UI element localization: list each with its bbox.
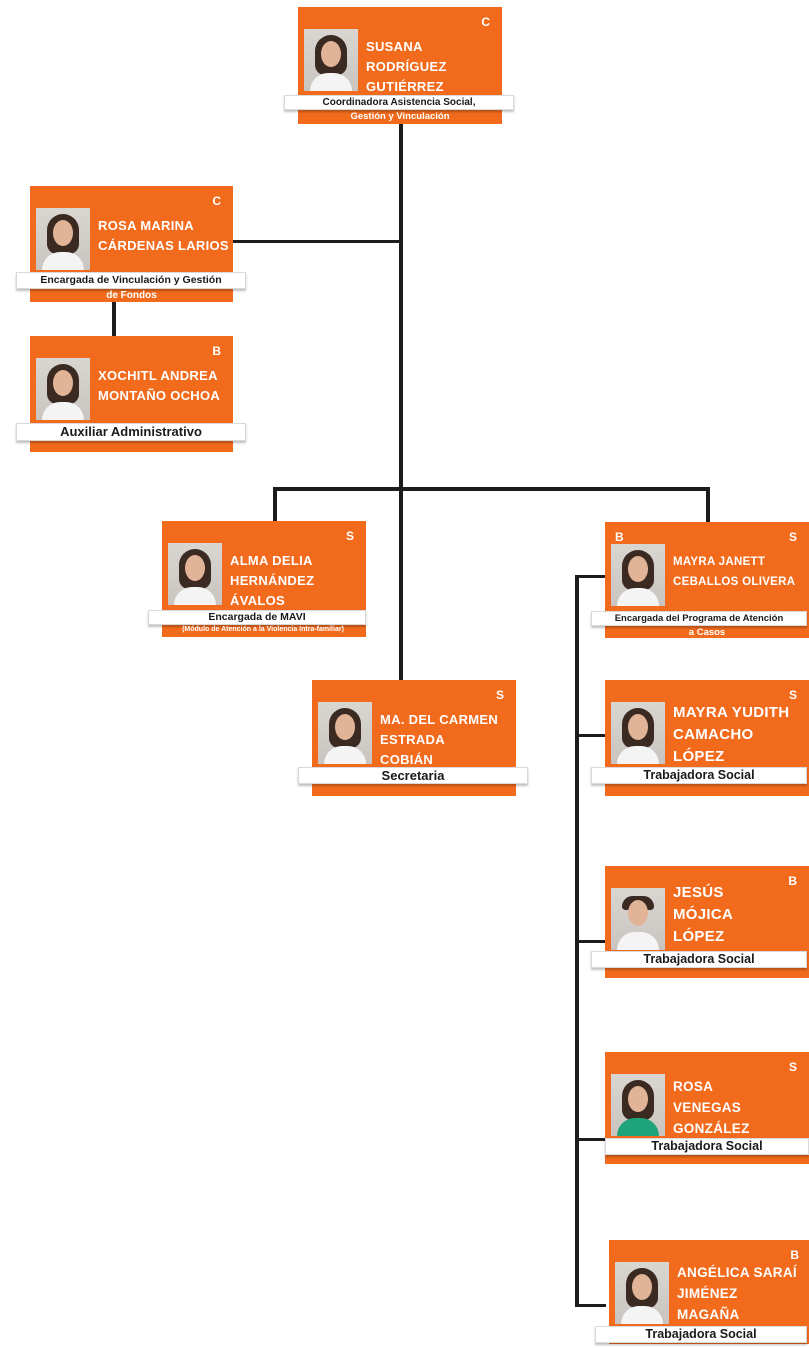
level-letter-left: B <box>615 530 624 544</box>
role-label-text: Auxiliar Administrativo <box>60 424 202 439</box>
level-letter: S <box>345 529 354 543</box>
role-label: Trabajadora Social <box>605 1138 809 1155</box>
person-name: ROSA VENEGAS GONZÁLEZ <box>673 1079 750 1136</box>
role-label: Secretaria <box>298 767 528 784</box>
role-label: Coordinadora Asistencia Social, <box>284 95 514 110</box>
person-name: JESÚS MÓJICA LÓPEZ <box>673 884 734 945</box>
person-photo <box>615 1262 669 1324</box>
role-label: Auxiliar Administrativo <box>16 423 246 441</box>
role-label-text: Trabajadora Social <box>651 1139 763 1153</box>
person-name: SUSANA RODRÍGUEZ GUTIÉRREZ <box>366 39 447 94</box>
person-photo <box>611 702 665 764</box>
connector-rosa-venegas <box>575 1138 606 1141</box>
connector-mayra-janett <box>706 487 710 523</box>
role-label: Trabajadora Social <box>595 1326 807 1343</box>
person-photo <box>168 543 222 605</box>
level-letter: C <box>481 15 490 29</box>
person-name: MAYRA JANETT CEBALLOS OLIVERA <box>673 556 796 588</box>
role-label: Encargada de Vinculación y Gestión <box>16 272 246 289</box>
role-label-text: Encargada de MAVI <box>208 611 306 623</box>
role-label: Trabajadora Social <box>591 951 807 968</box>
connector-alma-delia <box>273 487 277 523</box>
level-letter: S <box>495 688 504 702</box>
role-label: Trabajadora Social <box>591 767 807 784</box>
role-label-continued: Gestión y Vinculación <box>350 111 450 122</box>
role-label-text: Encargada del Programa de Atención <box>614 613 784 624</box>
person-photo <box>611 888 665 950</box>
person-photo <box>611 1074 665 1136</box>
role-label-continued: (Módulo de Atención a la Violencia Intra… <box>182 626 344 633</box>
role-label-text: Trabajadora Social <box>643 768 755 782</box>
connector-xochitl <box>112 300 116 337</box>
connector-jesus <box>575 940 606 943</box>
role-label-continued: de Fondos <box>106 290 157 301</box>
person-photo <box>36 358 90 420</box>
person-photo <box>304 29 358 91</box>
level-letter: B <box>790 1248 799 1262</box>
connector-trunk <box>399 124 403 682</box>
level-letter: S <box>788 530 797 544</box>
connector-rosa-marina <box>233 240 401 243</box>
level-letter: S <box>788 1060 797 1074</box>
role-label: Encargada de MAVI <box>148 610 366 625</box>
role-label-continued: a Casos <box>688 627 726 638</box>
level-letter: B <box>212 344 221 358</box>
connector-branch-horizontal <box>273 487 710 491</box>
person-name: MA. DEL CARMEN ESTRADA COBIÁN <box>380 712 499 767</box>
role-label: Encargada del Programa de Atención <box>591 611 807 626</box>
person-photo <box>611 544 665 606</box>
person-name: MAYRA YUDITH CAMACHO LÓPEZ <box>673 704 790 765</box>
person-photo <box>318 702 372 764</box>
role-label-text: Trabajadora Social <box>643 952 755 966</box>
connector-mayra-yudith <box>575 734 606 737</box>
level-letter: C <box>212 194 221 208</box>
person-name: ANGÉLICA SARAÍ JIMÉNEZ MAGAÑA <box>677 1265 797 1322</box>
role-label-text: Coordinadora Asistencia Social, <box>322 97 476 108</box>
person-name: XOCHITL ANDREA MONTAÑO OCHOA <box>98 368 221 403</box>
role-label-text: Trabajadora Social <box>645 1327 757 1341</box>
level-letter: B <box>788 874 797 888</box>
level-letter: S <box>788 688 797 702</box>
person-name: ALMA DELIA HERNÁNDEZ ÁVALOS <box>230 553 315 608</box>
person-name: ROSA MARINA CÁRDENAS LARIOS <box>98 218 229 253</box>
role-label-text: Secretaria <box>381 768 445 783</box>
person-photo <box>36 208 90 270</box>
connector-casos-top <box>575 575 606 578</box>
role-label-text: Encargada de Vinculación y Gestión <box>40 274 222 286</box>
connector-angelica <box>575 1304 606 1307</box>
